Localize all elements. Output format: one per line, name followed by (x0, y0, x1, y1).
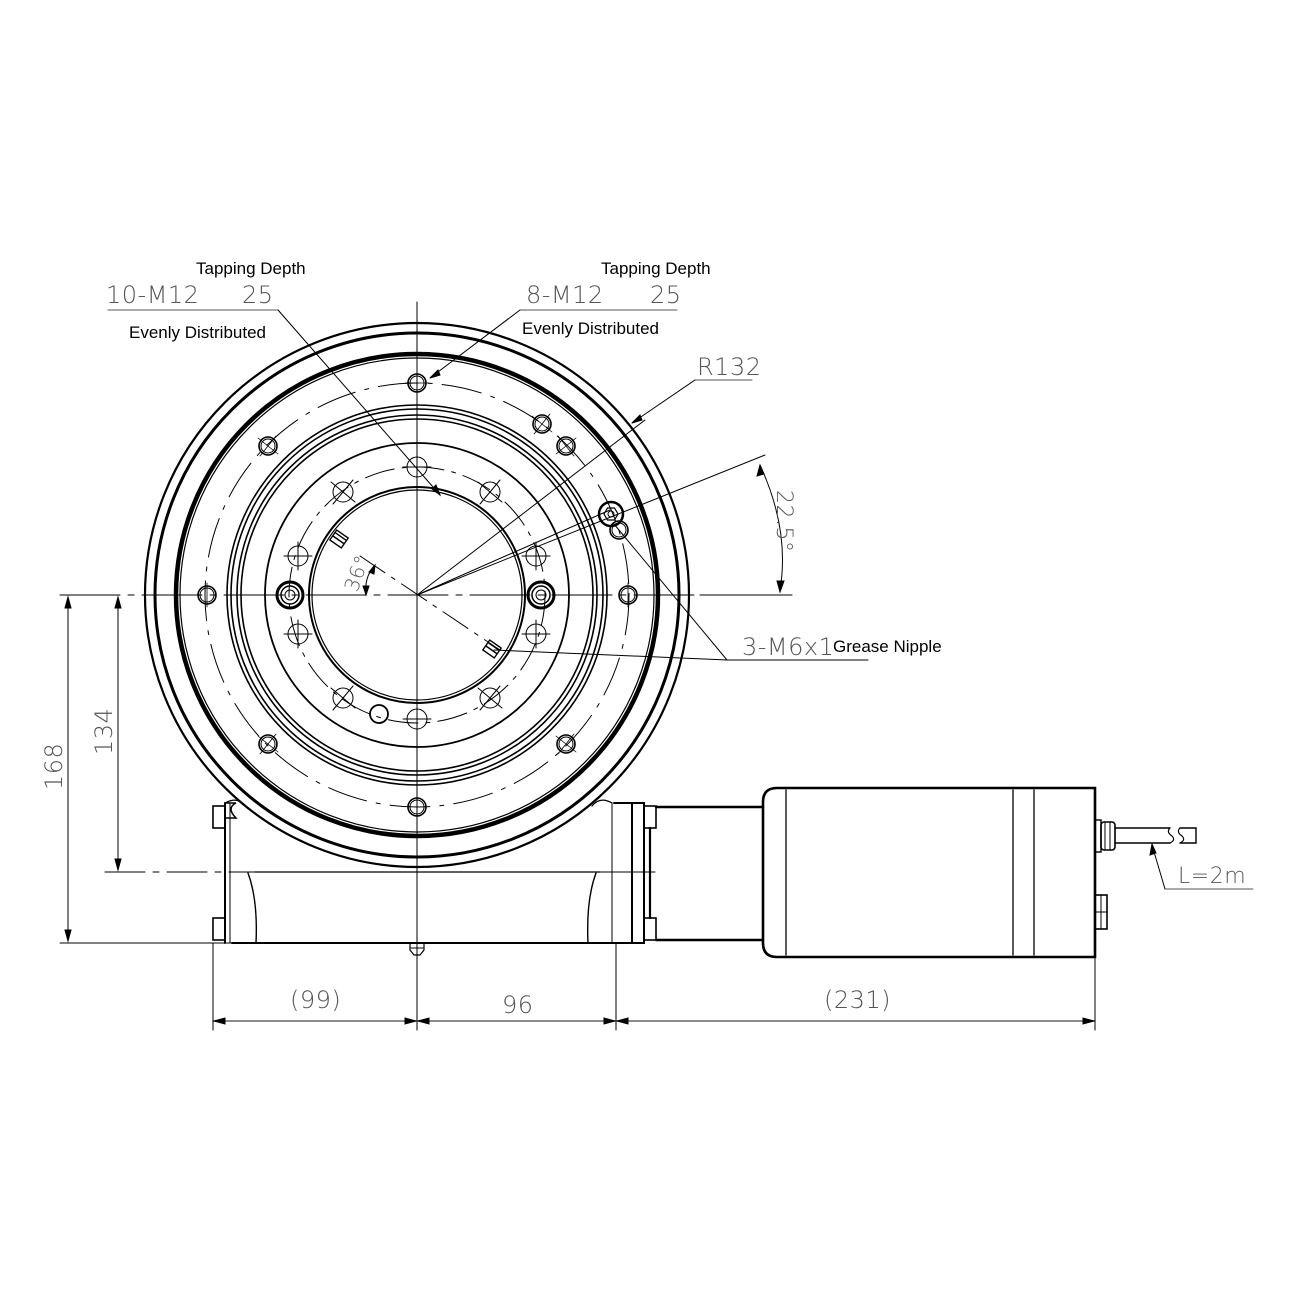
angle-outer-label: 22.5° (771, 490, 796, 552)
inner-holes-depth: 25 (650, 281, 682, 309)
outer-holes-header: Tapping Depth (196, 259, 306, 278)
outer-holes-depth: 25 (242, 281, 274, 309)
inner-holes-spec: 8-M12 (526, 281, 604, 309)
seal-plugs (328, 529, 503, 659)
dim-height-center: 134 (90, 708, 118, 755)
gear-housing (104, 799, 657, 956)
grease-nipples (275, 500, 625, 610)
inner-holes-header: Tapping Depth (601, 259, 711, 278)
annotations: Tapping Depth 10-M12 25 Evenly Distribut… (40, 259, 1246, 1019)
center-lines (59, 301, 791, 1031)
cable-length: L=2m (1178, 864, 1246, 889)
dim-left-offset: (99) (290, 986, 341, 1014)
angle-inner-label: 36° (339, 552, 374, 595)
leader-lines (107, 309, 1254, 890)
grease-spec: 3-M6x1 (742, 633, 834, 661)
grease-label: Grease Nipple (833, 637, 942, 656)
radius-label: R132 (697, 353, 761, 381)
dimension-lines (59, 463, 1096, 1031)
dim-motor-length: (231) (824, 986, 891, 1014)
dim-housing-width: 96 (502, 991, 534, 1019)
outer-holes-footer: Evenly Distributed (129, 323, 266, 342)
dim-height-total: 168 (40, 743, 68, 790)
motor (648, 786, 1197, 959)
inner-holes-footer: Evenly Distributed (522, 319, 659, 338)
outer-holes-spec: 10-M12 (106, 281, 199, 309)
